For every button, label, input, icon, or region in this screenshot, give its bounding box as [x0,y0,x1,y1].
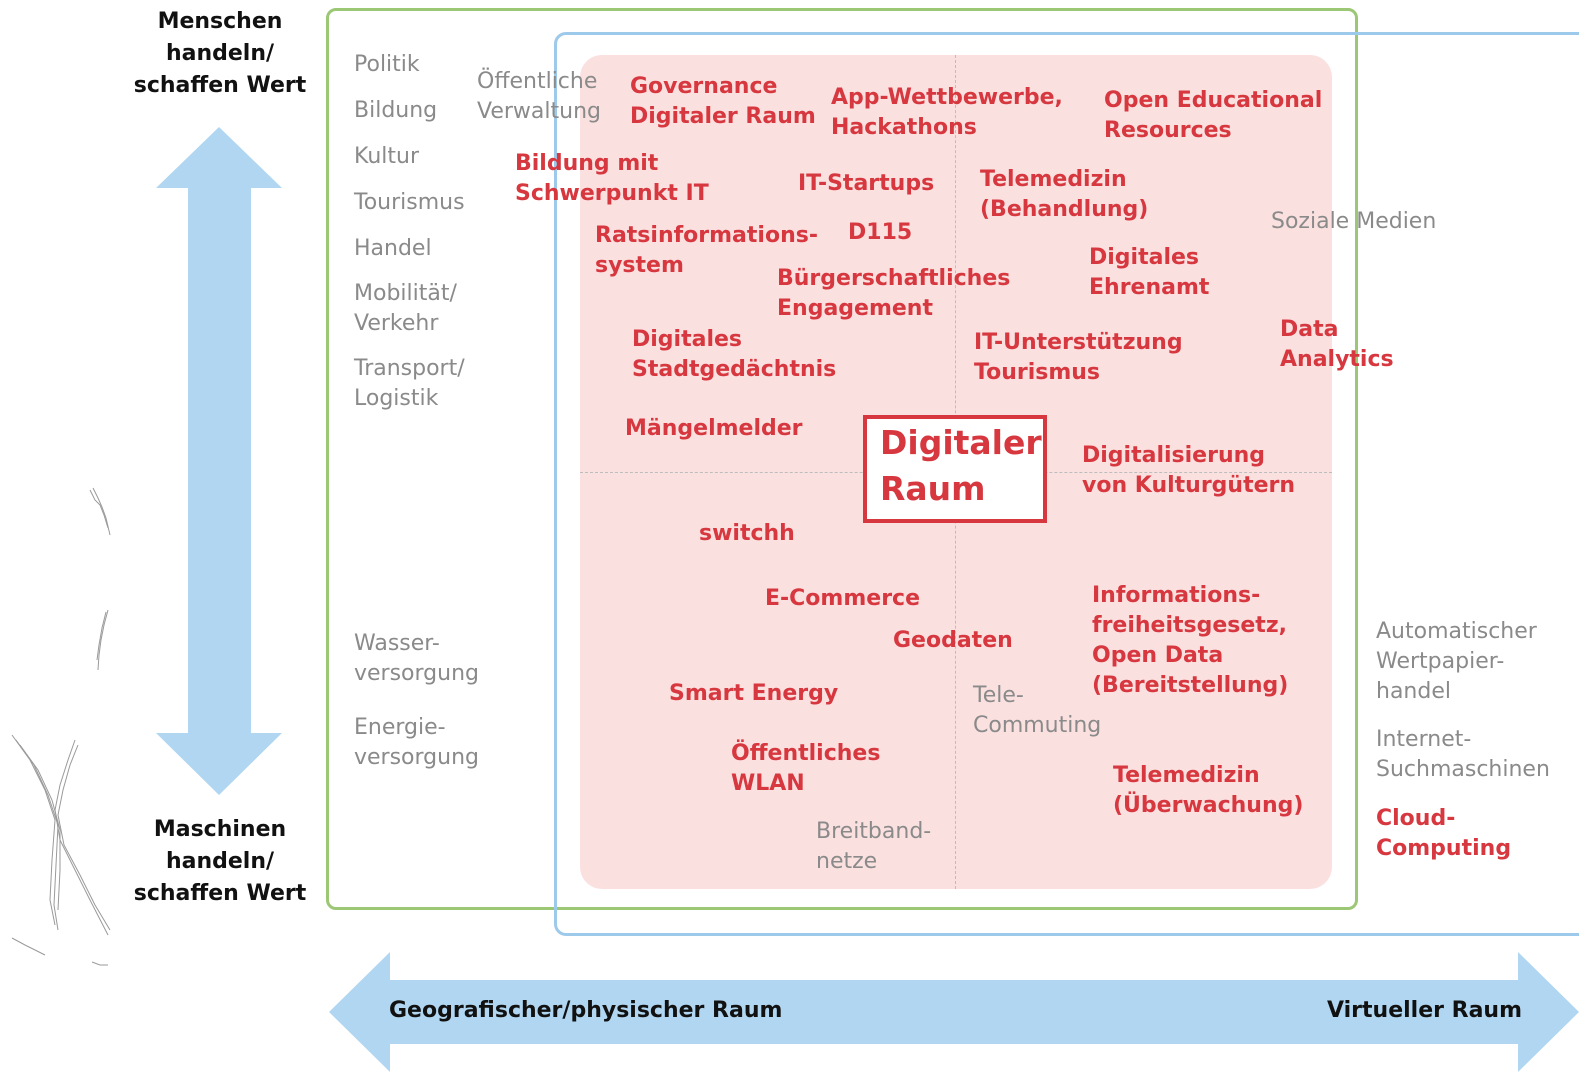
item-oeffentliches-wlan: Öffentliches WLAN [731,741,881,796]
sector-handel: Handel [354,236,432,261]
virtual-domain-frame [554,32,1579,936]
physical-domain-frame [326,8,1358,910]
item-data-analytics: Data Analytics [1280,317,1394,372]
item-d115: D115 [848,220,913,245]
item-digitales-ehrenamt: Digitales Ehrenamt [1089,245,1210,300]
item-maengelmelder: Mängelmelder [625,416,803,441]
item-it-startups: IT-Startups [798,171,935,196]
digitaler-raum-center-label: Digitaler Raum [880,423,1042,508]
item-informationsfreiheitsgesetz: Informations- freiheitsgesetz, Open Data… [1092,583,1289,698]
sector-mobilitaet: Mobilität/ Verkehr [354,281,457,336]
item-soziale-medien: Soziale Medien [1271,209,1437,234]
item-oeffentliche-verwaltung: Öffentliche Verwaltung [477,69,601,124]
horizontal-double-arrow [329,952,1579,1072]
item-internet-suchmaschinen: Internet- Suchmaschinen [1376,727,1550,782]
item-breitbandnetze: Breitband- netze [816,819,932,874]
sector-wasserversorgung: Wasser- versorgung [354,631,479,686]
sector-bildung: Bildung [354,98,438,123]
item-telemedizin-ueberwachung: Telemedizin (Überwachung) [1113,763,1304,818]
item-cloud-computing: Cloud- Computing [1376,806,1512,861]
item-switchh: switchh [699,521,795,546]
axis-right-label: Virtueller Raum [1327,998,1523,1023]
item-app-wettbewerbe: App-Wettbewerbe, Hackathons [831,85,1063,140]
digitaler-raum-center-box [863,415,1047,523]
sector-transport: Transport/ Logistik [354,356,465,411]
item-telemedizin-behandlung: Telemedizin (Behandlung) [980,167,1149,222]
item-bildung-it: Bildung mit Schwerpunkt IT [515,151,709,206]
axis-bottom-label: Maschinen handeln/ schaffen Wert [133,817,307,906]
sector-energieversorgung: Energie- versorgung [354,715,479,770]
item-tele-commuting: Tele- Commuting [973,683,1102,738]
sector-politik: Politik [354,52,420,77]
item-e-commerce: E-Commerce [765,586,920,611]
item-automatischer-wertpapierhandel: Automatischer Wertpapier- handel [1376,619,1537,704]
axis-top-label: Menschen handeln/ schaffen Wert [133,9,307,98]
item-smart-energy: Smart Energy [669,681,839,706]
sector-tourismus: Tourismus [354,190,465,215]
item-geodaten: Geodaten [893,628,1013,653]
axis-left-label: Geografischer/physischer Raum [389,998,783,1023]
item-digitales-stadtgedaechtnis: Digitales Stadtgedächtnis [632,327,837,382]
sketch-figure-decoration [11,487,111,966]
vertical-double-arrow [156,127,282,795]
item-ratsinformationssystem: Ratsinformations- system [595,223,818,278]
item-governance: Governance Digitaler Raum [630,74,816,129]
item-buergerschaftliches-engagement: Bürgerschaftliches Engagement [777,266,1011,321]
sector-kultur: Kultur [354,144,420,169]
item-digitalisierung-kulturgueter: Digitalisierung von Kulturgütern [1082,443,1296,498]
item-it-unterstuetzung-tourismus: IT-Unterstützung Tourismus [974,330,1183,385]
item-open-educational-resources: Open Educational Resources [1104,88,1323,143]
